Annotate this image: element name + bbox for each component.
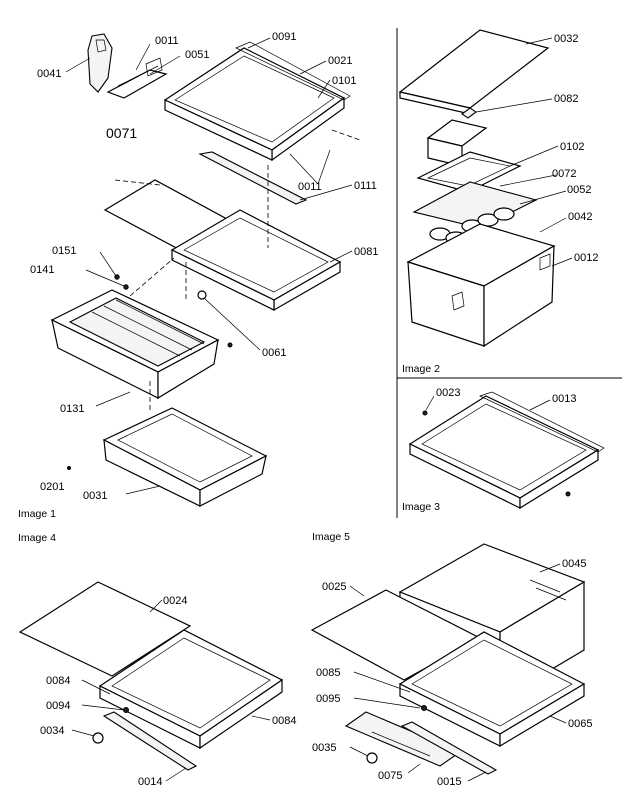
panel-dividers [396,28,622,518]
caption-image-3: Image 3 [402,501,440,513]
label-0071: 0071 [106,125,137,141]
label-0012: 0012 [574,252,598,264]
label-0095: 0095 [316,693,340,705]
image-1-drawing [50,33,361,507]
label-0023: 0023 [436,387,460,399]
label-0032: 0032 [554,33,578,45]
image-captions: Image 1 Image 2 Image 3 Image 4 Image 5 [18,363,440,544]
label-0111: 0111 [354,180,377,192]
label-0075: 0075 [378,770,402,782]
label-0024: 0024 [163,595,187,607]
label-0081: 0081 [354,246,378,258]
image-3-drawing [408,391,605,510]
label-0052: 0052 [567,184,591,196]
label-0065: 0065 [568,718,592,730]
label-0151: 0151 [52,245,76,257]
label-0011-upper: 0011 [155,35,179,47]
label-0101: 0101 [332,75,356,87]
label-0141: 0141 [30,264,54,276]
label-0013: 0013 [552,393,576,405]
label-0091: 0091 [272,31,296,43]
image-4-drawing [18,581,284,782]
label-0041: 0041 [37,68,61,80]
label-0025: 0025 [322,581,346,593]
caption-image-5: Image 5 [312,531,350,543]
label-0051: 0051 [185,49,209,61]
label-0031: 0031 [83,490,107,502]
label-0084-left: 0084 [46,675,70,687]
label-0061: 0061 [262,347,286,359]
label-0015: 0015 [437,776,461,788]
label-0082: 0082 [554,93,578,105]
caption-image-4: Image 4 [18,532,56,544]
label-0011-lower: 0011 [298,181,322,193]
label-0014: 0014 [138,776,162,788]
label-0045: 0045 [562,558,586,570]
label-0201: 0201 [40,481,64,493]
label-0085: 0085 [316,667,340,679]
label-0084-right: 0084 [272,715,296,727]
label-0094: 0094 [46,700,70,712]
label-0042: 0042 [568,211,592,223]
label-0021: 0021 [328,55,352,67]
label-0102: 0102 [560,141,584,153]
label-0035: 0035 [312,742,336,754]
caption-image-2: Image 2 [402,363,440,375]
label-0034: 0034 [40,725,64,737]
image-2-drawing [398,29,573,348]
part-labels: 0011 0041 0051 0091 0021 0101 0071 0011 … [30,31,598,788]
image-5-drawing [310,543,586,782]
caption-image-1: Image 1 [18,508,56,520]
label-0131: 0131 [60,403,84,415]
label-0072: 0072 [552,168,576,180]
